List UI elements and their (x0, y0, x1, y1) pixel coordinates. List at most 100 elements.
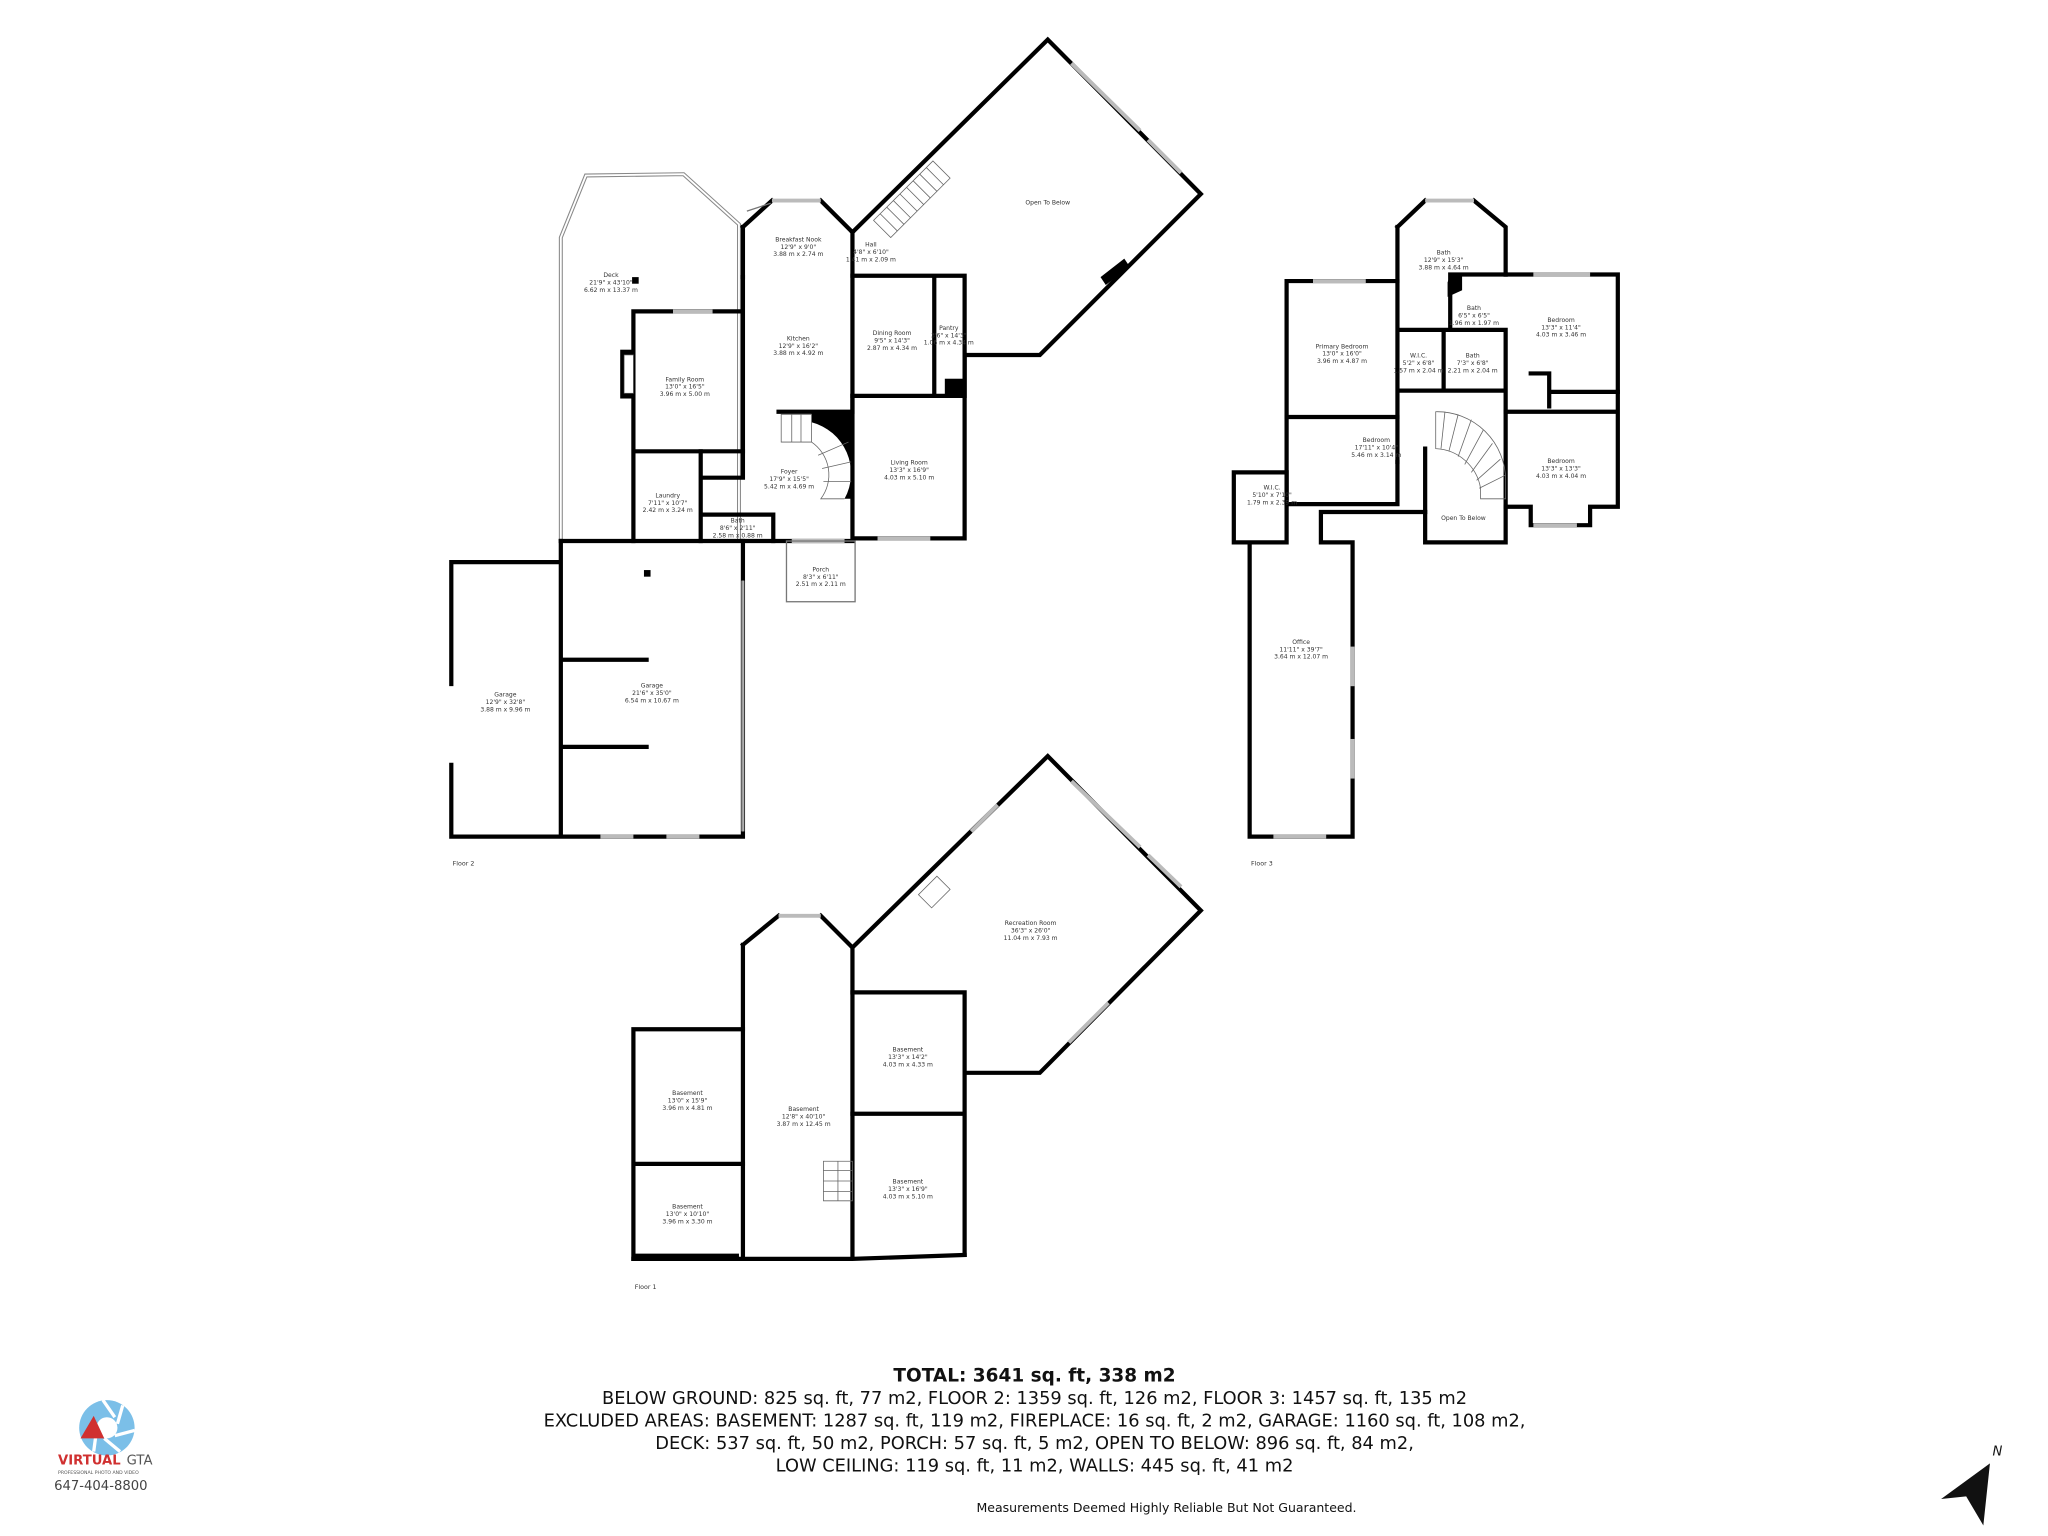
room-imperial: 7'11" x 10'7" (648, 500, 688, 507)
area-summary: TOTAL: 3641 sq. ft, 338 m2 BELOW GROUND:… (544, 1366, 1526, 1516)
room-metric: 1.41 m x 2.09 m (846, 257, 896, 264)
room-imperial: 13'3" x 11'4" (1541, 324, 1581, 331)
porch-outline (785, 540, 856, 603)
room-imperial: 13'0" x 15'9" (668, 1098, 708, 1105)
room-imperial: 13'0" x 16'0" (1322, 351, 1362, 358)
room-name: Bath (1466, 353, 1480, 360)
room-metric: 4.03 m x 5.10 m (883, 1193, 933, 1200)
room-metric: 3.88 m x 2.74 m (773, 251, 823, 258)
room-imperial: 13'3" x 14'2" (888, 1054, 928, 1061)
logo-brand: VIRTUAL (58, 1454, 121, 1469)
floor-1-label: Floor 1 (635, 1284, 657, 1291)
room-imperial: 17'11" x 10'4" (1355, 444, 1399, 451)
logo-brand-gta: GTA (127, 1454, 153, 1469)
logo-phone: 647-404-8800 (54, 1479, 147, 1494)
room-name: Basement (672, 1090, 703, 1097)
room-imperial: 9'5" x 14'3" (874, 338, 910, 345)
room-name: Porch (812, 566, 829, 573)
room-name: Basement (893, 1179, 924, 1186)
room-imperial: 12'9" x 9'0" (781, 244, 817, 251)
room-name: Garage (494, 692, 516, 699)
room-name: Primary Bedroom (1316, 343, 1369, 350)
room-name: Deck (603, 272, 619, 279)
garage-walls (449, 538, 746, 839)
room-imperial: 3'6" x 14'3" (931, 332, 967, 339)
room-metric: 2.58 m x 0.88 m (713, 532, 763, 539)
summary-line: BELOW GROUND: 825 sq. ft, 77 m2, FLOOR 2… (602, 1388, 1467, 1409)
room-imperial: 13'0" x 10'10" (666, 1211, 710, 1218)
room-imperial: 21'6" x 35'0" (632, 690, 672, 697)
room-metric: 3.64 m x 12.07 m (1274, 654, 1328, 661)
room-imperial: 6'5" x 6'5" (1458, 312, 1490, 319)
room-imperial: 11'11" x 39'7" (1279, 646, 1323, 653)
room-metric: 4.03 m x 4.04 m (1536, 473, 1586, 480)
virtual-gta-logo: VIRTUAL GTA PROFESSIONAL PHOTO AND VIDEO… (54, 1399, 153, 1494)
floor-2-label: Floor 2 (453, 861, 475, 868)
room-metric: 3.88 m x 4.92 m (773, 350, 823, 357)
foyer-stairs (780, 411, 853, 500)
room-name: Garage (641, 683, 663, 690)
room-name: Open To Below (1025, 200, 1070, 207)
room-imperial: 12'8" x 40'10" (782, 1113, 826, 1120)
room-imperial: 13'3" x 16'9" (889, 467, 929, 474)
room-name: Breakfast Nook (775, 236, 822, 243)
room-metric: 2.21 m x 2.04 m (1448, 367, 1498, 374)
room-name: Living Room (891, 459, 928, 466)
floor-1-plan: Floor 1 (631, 753, 1204, 1291)
room-imperial: 13'3" x 13'3" (1541, 466, 1581, 473)
summary-line: LOW CEILING: 119 sq. ft, 11 m2, WALLS: 4… (776, 1455, 1294, 1476)
room-imperial: 13'3" x 16'9" (888, 1186, 928, 1193)
room-metric: 2.42 m x 3.24 m (643, 507, 693, 514)
room-metric: 3.96 m x 4.81 m (662, 1105, 712, 1112)
room-name: Dining Room (873, 330, 912, 337)
room-imperial: 4'8" x 6'10" (853, 249, 889, 256)
summary-line: DECK: 537 sq. ft, 50 m2, PORCH: 57 sq. f… (655, 1433, 1414, 1454)
room-imperial: 17'9" x 15'5" (769, 476, 809, 483)
room-name: Bath (731, 518, 745, 525)
room-name: Bedroom (1363, 437, 1391, 444)
room-metric: 2.51 m x 2.11 m (796, 581, 846, 588)
deck-railing (558, 172, 741, 542)
room-metric: 3.96 m x 4.87 m (1317, 358, 1367, 365)
room-imperial: 12'9" x 15'3" (1424, 257, 1464, 264)
room-name: Family Room (666, 376, 705, 383)
room-metric: 4.03 m x 5.10 m (884, 474, 934, 481)
north-label: N (1993, 1445, 2003, 1460)
open-to-below-walls (849, 36, 1204, 358)
room-name: Basement (893, 1047, 924, 1054)
kitchen-walls (739, 197, 856, 414)
room-name: Kitchen (787, 335, 810, 342)
room-imperial: 7'3" x 6'8" (1457, 360, 1489, 367)
room-metric: 6.54 m x 10.67 m (625, 697, 679, 704)
summary-line: EXCLUDED AREAS: BASEMENT: 1287 sq. ft, 1… (544, 1410, 1526, 1431)
room-metric: 3.88 m x 4.64 m (1419, 264, 1469, 271)
room-imperial: 8'6" x 2'11" (720, 525, 756, 532)
room-imperial: 12'9" x 16'2" (779, 343, 819, 350)
upper-stairs (1435, 411, 1507, 500)
room-imperial: 8'3" x 6'11" (803, 574, 839, 581)
room-metric: 5.46 m x 3.14 m (1351, 452, 1401, 459)
recreation-room-walls (849, 753, 1204, 1075)
room-imperial: 5'10" x 7'10" (1252, 492, 1292, 499)
room-metric: 3.88 m x 9.96 m (480, 707, 530, 714)
room-metric: 5.42 m x 4.69 m (764, 484, 814, 491)
room-metric: 11.04 m x 7.93 m (1004, 935, 1058, 942)
room-name: Laundry (655, 492, 680, 499)
room-metric: 3.96 m x 3.30 m (662, 1219, 712, 1226)
room-name: Basement (788, 1106, 819, 1113)
room-metric: 4.03 m x 3.46 m (1536, 332, 1586, 339)
room-metric: 1.57 m x 2.04 m (1394, 367, 1444, 374)
room-name: Open To Below (1441, 515, 1486, 522)
room-imperial: 12'9" x 32'8" (486, 699, 526, 706)
room-metric: 1.79 m x 2.39 m (1247, 499, 1297, 506)
room-name: Pantry (939, 325, 959, 332)
room-name: Office (1292, 639, 1310, 646)
room-metric: 3.87 m x 12.45 m (777, 1121, 831, 1128)
camera-aperture-icon (79, 1399, 136, 1456)
room-imperial: 21'9" x 43'10" (589, 280, 633, 287)
room-name: Bedroom (1547, 458, 1575, 465)
room-name: Basement (672, 1204, 703, 1211)
disclaimer: Measurements Deemed Highly Reliable But … (976, 1500, 1356, 1515)
floor-3-plan: Floor 3 (1231, 197, 1620, 868)
